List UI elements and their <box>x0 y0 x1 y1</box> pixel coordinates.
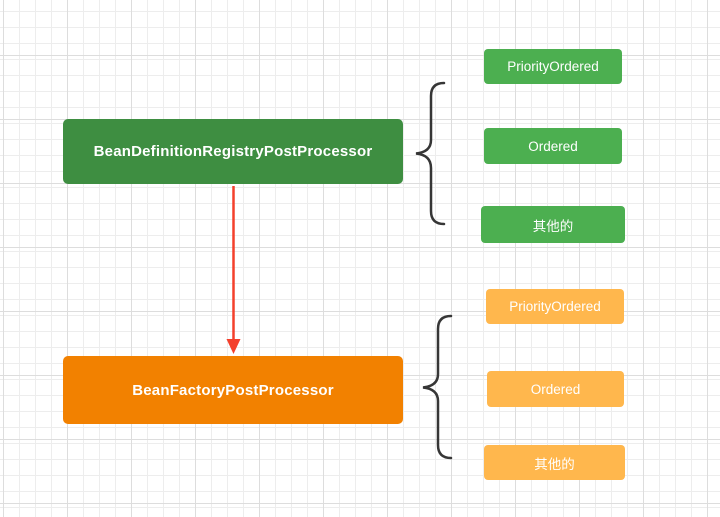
node-bean-factory-post-processor: BeanFactoryPostProcessor <box>63 356 403 424</box>
node-registry-ordered: Ordered <box>484 128 622 164</box>
node-bean-definition-registry-post-processor: BeanDefinitionRegistryPostProcessor <box>63 119 403 184</box>
node-factory-ordered: Ordered <box>487 371 624 407</box>
bottom-brace <box>422 314 453 460</box>
node-registry-others: 其他的 <box>481 206 625 243</box>
top-brace <box>415 81 446 226</box>
node-factory-priority-ordered: PriorityOrdered <box>486 289 624 324</box>
arrow-head <box>226 339 241 354</box>
node-registry-priority-ordered: PriorityOrdered <box>484 49 622 84</box>
node-factory-others: 其他的 <box>484 445 625 480</box>
